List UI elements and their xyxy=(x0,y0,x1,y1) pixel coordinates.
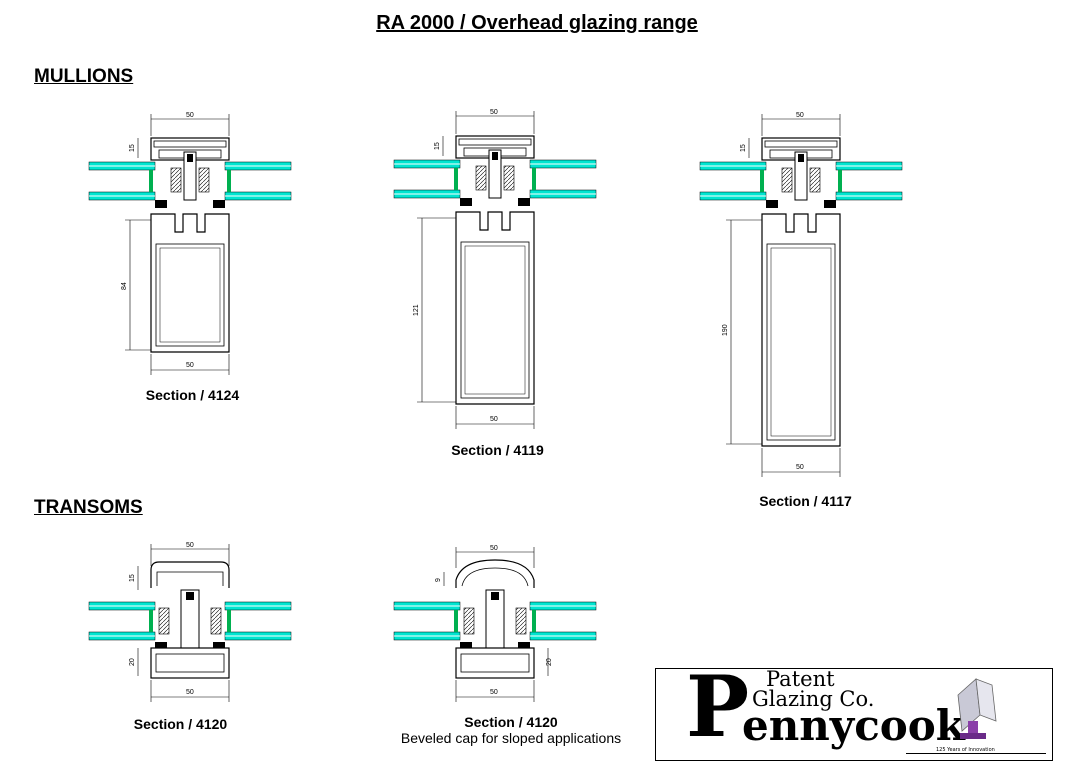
caption-beveled-note: Beveled cap for sloped applications xyxy=(400,730,622,746)
caption-section-4117: Section / 4117 xyxy=(759,493,852,509)
logo-initial: P xyxy=(686,657,750,756)
caption-section-4120-beveled: Section / 4120 Beveled cap for sloped ap… xyxy=(380,714,642,746)
svg-text:50: 50 xyxy=(490,545,498,552)
svg-text:15: 15 xyxy=(434,142,441,150)
svg-text:121: 121 xyxy=(413,304,420,316)
mullion-4124-drawing: 50 15 84 50 xyxy=(88,112,292,375)
svg-text:50: 50 xyxy=(186,362,194,369)
svg-text:50: 50 xyxy=(796,112,804,119)
svg-text:20: 20 xyxy=(546,658,553,666)
svg-text:15: 15 xyxy=(129,574,136,582)
svg-text:50: 50 xyxy=(490,689,498,696)
logo-line-patent: Patent xyxy=(766,667,835,691)
svg-text:15: 15 xyxy=(129,144,136,152)
svg-text:50: 50 xyxy=(490,109,498,116)
mullion-4117-drawing: 50 15 190 50 xyxy=(699,112,903,477)
caption-section-4119: Section / 4119 xyxy=(451,442,544,458)
mullion-4119-drawing: 50 15 121 50 xyxy=(393,109,597,429)
svg-text:20: 20 xyxy=(129,658,136,666)
svg-text:50: 50 xyxy=(186,689,194,696)
dim-width-top: 50 xyxy=(186,112,194,119)
caption-section-4124: Section / 4124 xyxy=(145,387,240,403)
svg-text:50: 50 xyxy=(186,542,194,549)
svg-text:84: 84 xyxy=(121,282,128,290)
svg-text:50: 50 xyxy=(796,464,804,471)
transom-4120-beveled-drawing: 50 9 20 50 xyxy=(393,545,597,702)
svg-text:190: 190 xyxy=(722,324,729,336)
logo-tagline: 125 Years of Innovation xyxy=(936,747,995,753)
transom-4120-drawing: 50 15 20 50 xyxy=(88,542,292,702)
page-title: RA 2000 / Overhead glazing range xyxy=(376,12,698,34)
caption-section-4120: Section / 4120 xyxy=(133,716,228,732)
logo-line-glazing: Glazing Co. xyxy=(752,687,875,711)
svg-text:50: 50 xyxy=(490,416,498,423)
heading-mullions: MULLIONS xyxy=(34,66,134,87)
svg-text:9: 9 xyxy=(435,578,442,582)
logo-line-ennycook: ennycook xyxy=(742,701,965,750)
svg-text:15: 15 xyxy=(740,144,747,152)
company-logo: P Patent Glazing Co. ennycook 125 Years … xyxy=(655,657,1053,761)
glass-profile-icon xyxy=(957,678,997,739)
heading-transoms: TRANSOMS xyxy=(34,497,143,518)
logo-rule xyxy=(906,753,1046,754)
